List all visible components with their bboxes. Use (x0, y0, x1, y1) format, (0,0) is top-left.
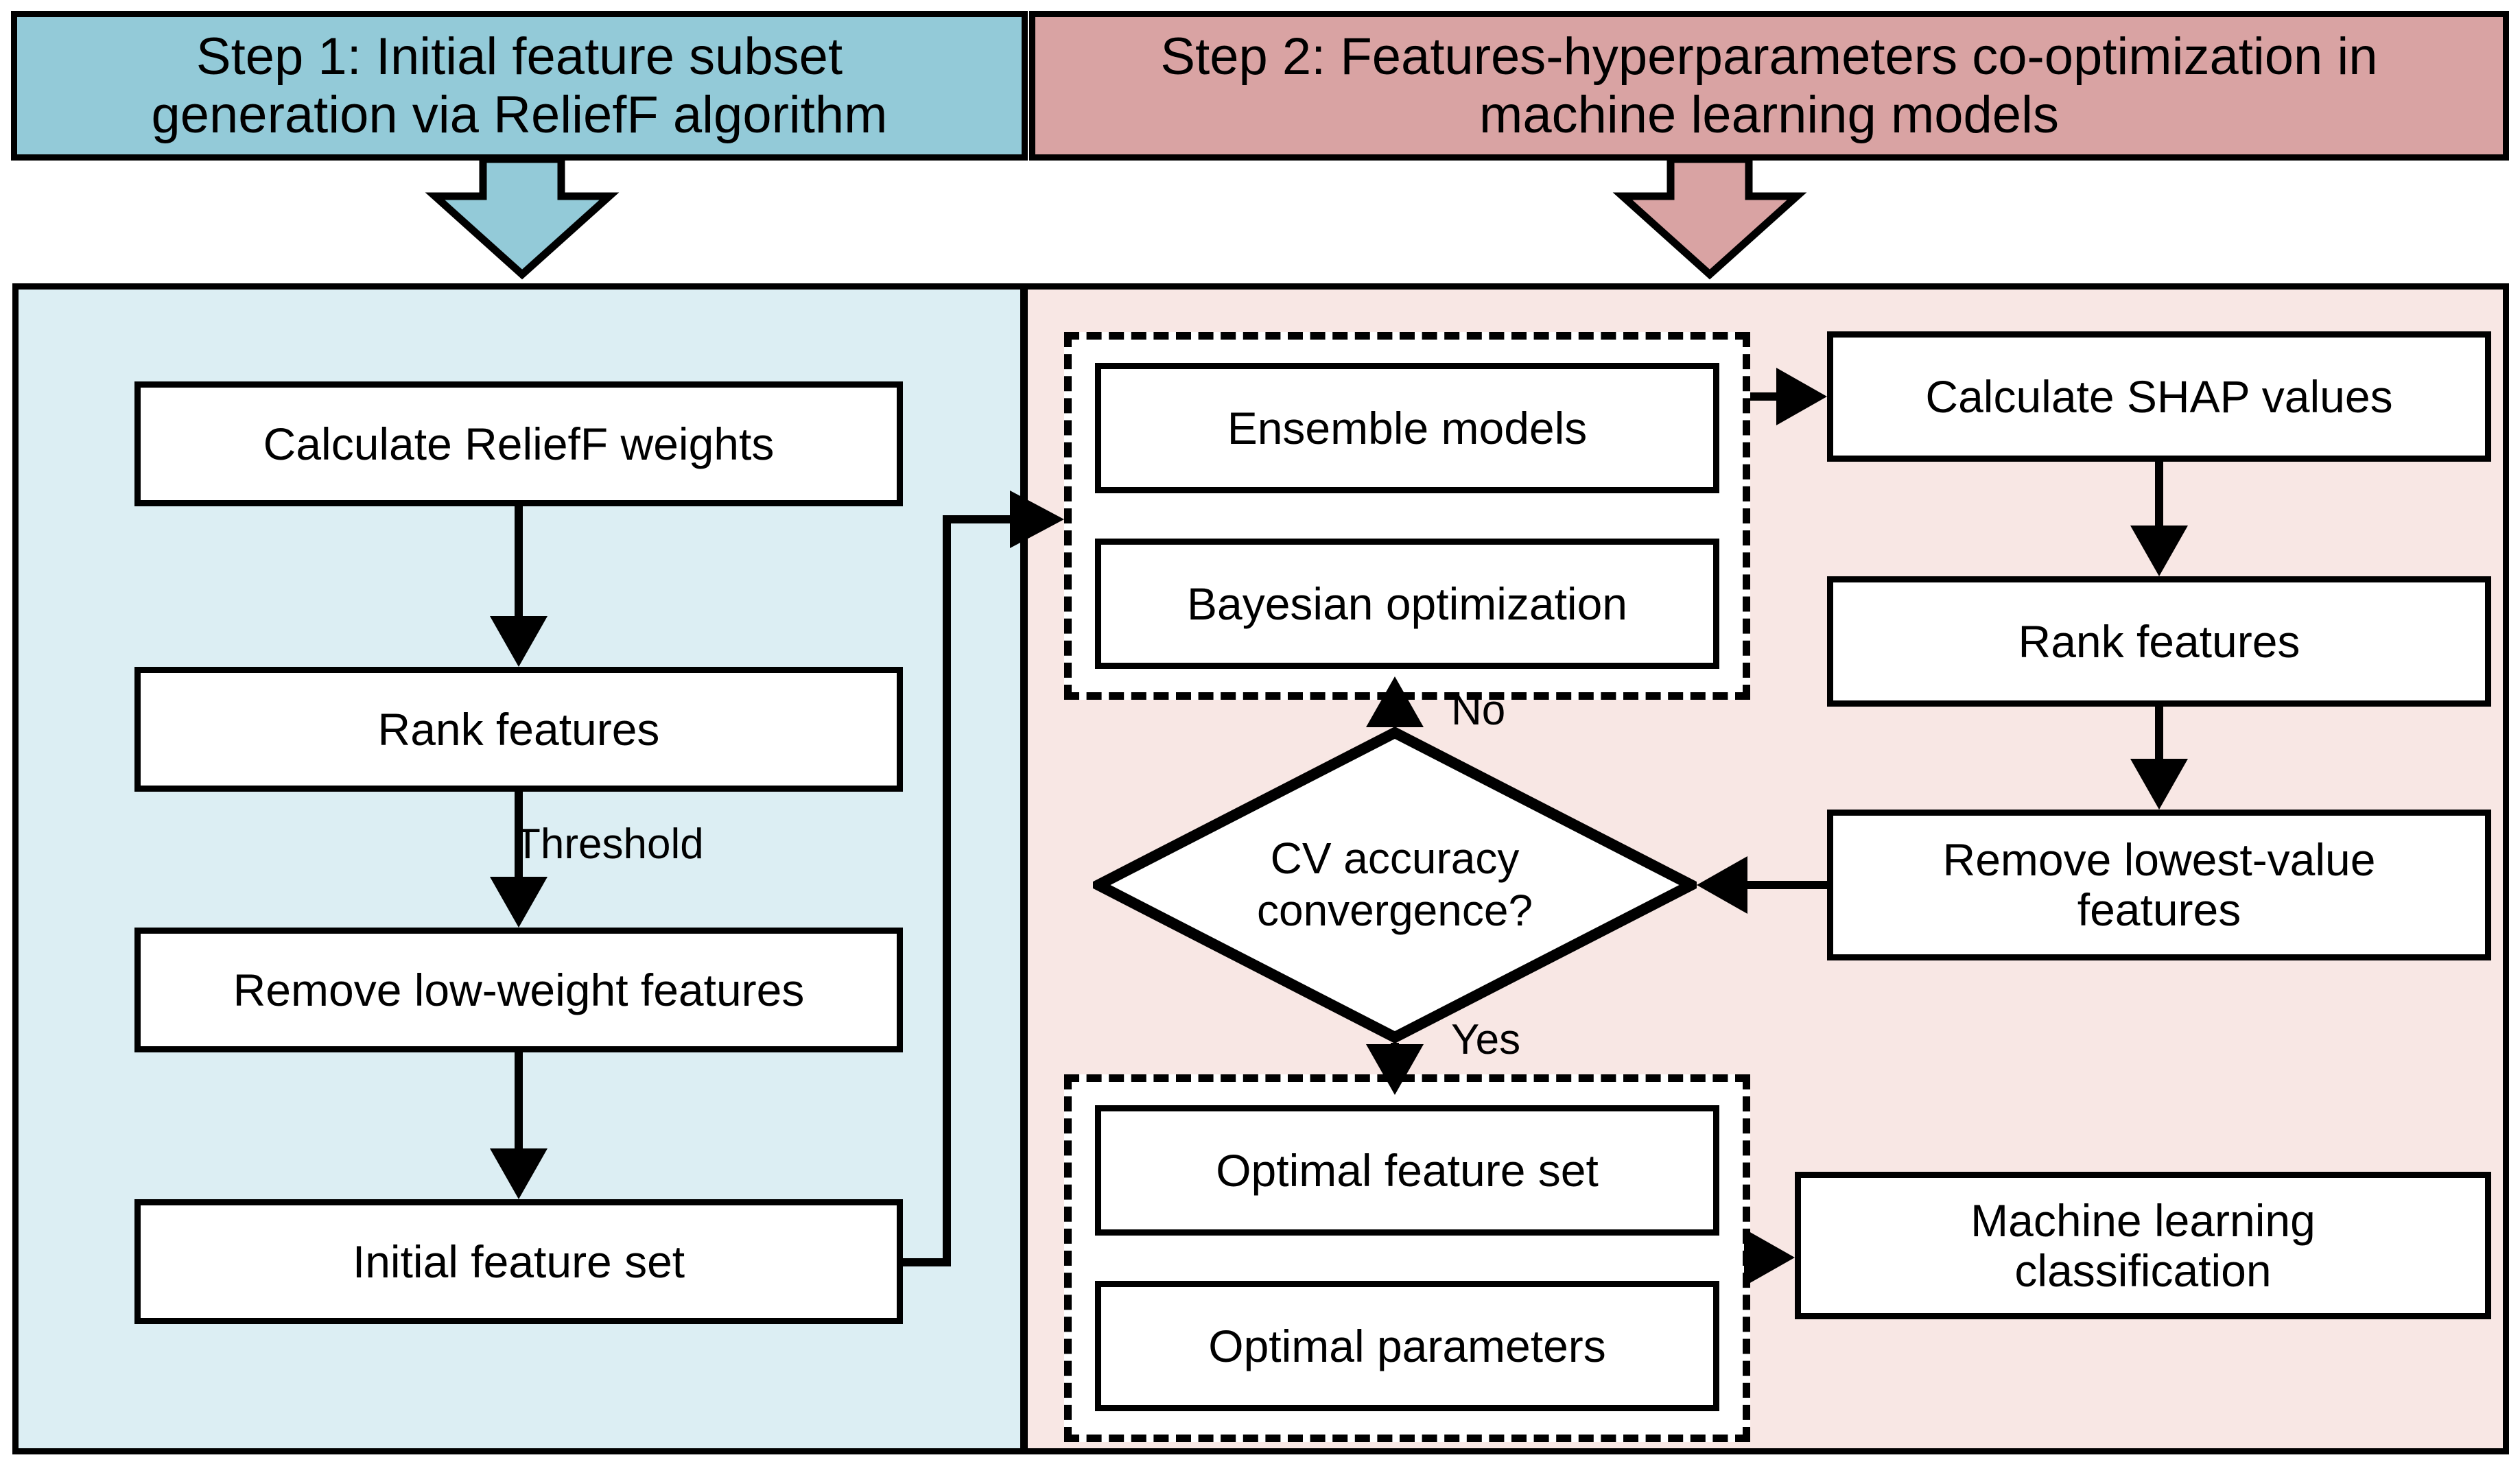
box-remove-lowest-value-features-line2: features (2077, 884, 2241, 935)
box-ensemble-models[interactable]: Ensemble models (1095, 363, 1719, 493)
decision-cv-accuracy-convergence[interactable]: CV accuracy convergence? (1086, 727, 1704, 1043)
box-calculate-shap-values[interactable]: Calculate SHAP values (1827, 331, 2491, 462)
down-block-arrow-left-icon (425, 155, 620, 280)
box-optimal-parameters-label: Optimal parameters (1208, 1320, 1606, 1371)
box-optimal-parameters[interactable]: Optimal parameters (1095, 1281, 1719, 1411)
box-bayesian-optimization-label: Bayesian optimization (1186, 578, 1628, 629)
diamond-shape-icon (1086, 727, 1704, 1043)
box-rank-features-right-label: Rank features (2018, 615, 2300, 667)
step-2-header-line1: Step 2: Features-hyperparameters co-opti… (1160, 27, 2378, 86)
box-optimal-feature-set-label: Optimal feature set (1216, 1144, 1599, 1196)
box-bayesian-optimization[interactable]: Bayesian optimization (1095, 539, 1719, 669)
box-calculate-relieff-weights-label: Calculate ReliefF weights (263, 418, 775, 469)
box-remove-lowest-value-features-label: Remove lowest-value features (1929, 835, 2390, 934)
step-2-header: Step 2: Features-hyperparameters co-opti… (1029, 11, 2509, 161)
box-machine-learning-classification[interactable]: Machine learning classification (1795, 1172, 2491, 1319)
edge-label-threshold: Threshold (515, 821, 704, 868)
edge-label-yes: Yes (1451, 1016, 1521, 1063)
step-1-header: Step 1: Initial feature subset generatio… (11, 11, 1028, 161)
box-calculate-relieff-weights[interactable]: Calculate ReliefF weights (134, 381, 903, 506)
box-remove-low-weight-features[interactable]: Remove low-weight features (134, 928, 903, 1052)
step-2-header-text: Step 2: Features-hyperparameters co-opti… (1135, 27, 2402, 144)
step-1-header-line2: generation via ReliefF algorithm (151, 86, 888, 144)
box-initial-feature-set-label: Initial feature set (352, 1236, 685, 1287)
box-initial-feature-set[interactable]: Initial feature set (134, 1199, 903, 1324)
box-machine-learning-classification-label: Machine learning classification (1957, 1196, 2329, 1295)
box-ensemble-models-label: Ensemble models (1227, 402, 1588, 453)
box-machine-learning-classification-line2: classification (2014, 1244, 2272, 1296)
box-machine-learning-classification-line1: Machine learning (1970, 1194, 2316, 1246)
box-remove-lowest-value-features-line1: Remove lowest-value (1942, 834, 2376, 886)
down-block-arrow-right-icon (1612, 155, 1807, 280)
step-1-header-line1: Step 1: Initial feature subset (196, 27, 843, 86)
box-rank-features-right[interactable]: Rank features (1827, 576, 2491, 707)
box-remove-low-weight-features-label: Remove low-weight features (233, 964, 805, 1015)
step-2-header-line2: machine learning models (1479, 86, 2059, 144)
step-1-header-text: Step 1: Initial feature subset generatio… (127, 27, 912, 144)
edge-label-no: No (1451, 687, 1506, 734)
box-rank-features-left-label: Rank features (377, 703, 660, 755)
box-calculate-shap-values-label: Calculate SHAP values (1925, 370, 2393, 422)
box-rank-features-left[interactable]: Rank features (134, 667, 903, 792)
box-optimal-feature-set[interactable]: Optimal feature set (1095, 1105, 1719, 1236)
box-remove-lowest-value-features[interactable]: Remove lowest-value features (1827, 810, 2491, 960)
